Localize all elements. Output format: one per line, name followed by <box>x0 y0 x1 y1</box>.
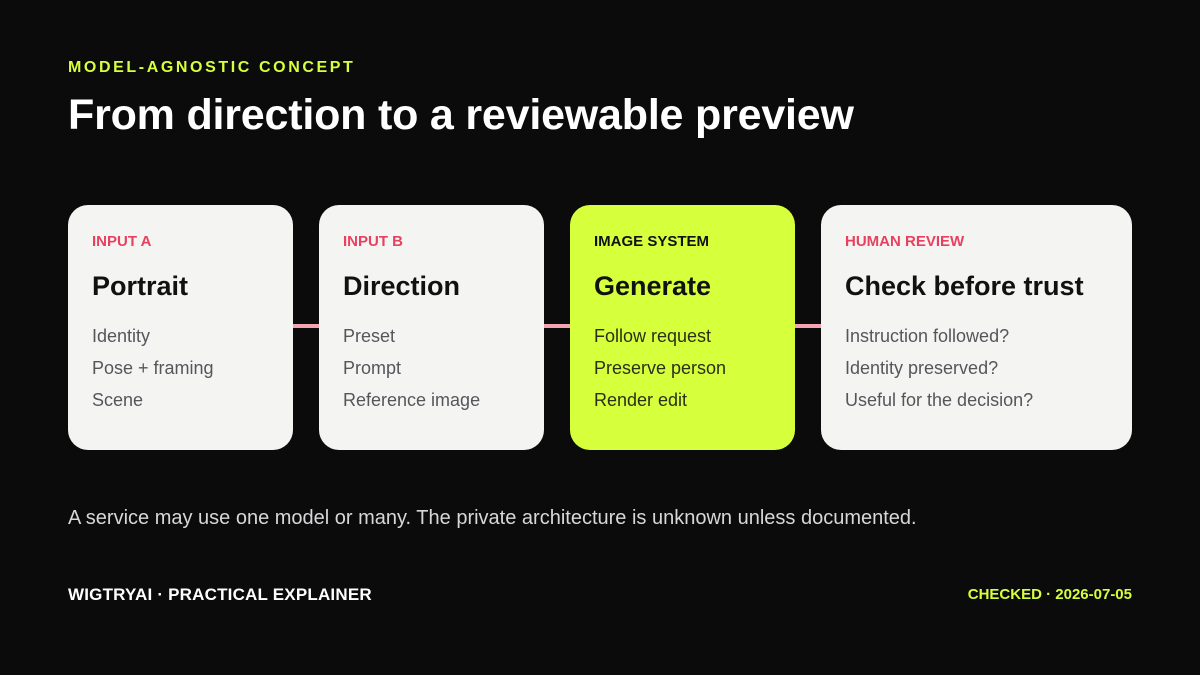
page-title: From direction to a reviewable preview <box>68 91 854 139</box>
process-flow: INPUT A Portrait Identity Pose + framing… <box>68 205 1132 450</box>
card-tag: INPUT A <box>92 233 152 250</box>
card-item: Identity <box>92 326 151 346</box>
card-item-list: Follow request Preserve person Render ed… <box>594 320 771 416</box>
card-portrait: INPUT A Portrait Identity Pose + framing… <box>68 205 293 450</box>
connector-line <box>544 324 570 328</box>
card-item: Follow request <box>594 326 712 346</box>
card-item: Pose + framing <box>92 358 214 378</box>
card-item: Render edit <box>594 390 688 410</box>
card-item: Reference image <box>343 390 481 410</box>
card-tag: INPUT B <box>343 233 403 250</box>
card-item-list: Identity Pose + framing Scene <box>92 320 269 416</box>
card-tag: IMAGE SYSTEM <box>594 233 710 250</box>
eyebrow-label: MODEL-AGNOSTIC CONCEPT <box>68 59 356 76</box>
card-item: Prompt <box>343 358 402 378</box>
card-title: Direction <box>343 271 461 301</box>
card-generate: IMAGE SYSTEM Generate Follow request Pre… <box>570 205 795 450</box>
brand-footer: WIGTRYAI · PRACTICAL EXPLAINER <box>68 585 372 604</box>
card-item: Preserve person <box>594 358 727 378</box>
card-item-list: Instruction followed? Identity preserved… <box>845 320 1108 416</box>
card-title: Check before trust <box>845 271 1084 301</box>
card-item: Scene <box>92 390 144 410</box>
card-title: Portrait <box>92 271 189 301</box>
card-tag: HUMAN REVIEW <box>845 233 965 250</box>
card-item: Preset <box>343 326 396 346</box>
card-item-list: Preset Prompt Reference image <box>343 320 520 416</box>
connector-line <box>293 324 319 328</box>
footnote-text: A service may use one model or many. The… <box>68 507 917 529</box>
card-item: Instruction followed? <box>845 326 1010 346</box>
card-title: Generate <box>594 271 712 301</box>
connector-line <box>795 324 821 328</box>
card-item: Identity preserved? <box>845 358 999 378</box>
card-item: Useful for the decision? <box>845 390 1034 410</box>
checked-date: CHECKED · 2026-07-05 <box>967 586 1132 603</box>
card-human-review: HUMAN REVIEW Check before trust Instruct… <box>821 205 1132 450</box>
card-direction: INPUT B Direction Preset Prompt Referenc… <box>319 205 544 450</box>
